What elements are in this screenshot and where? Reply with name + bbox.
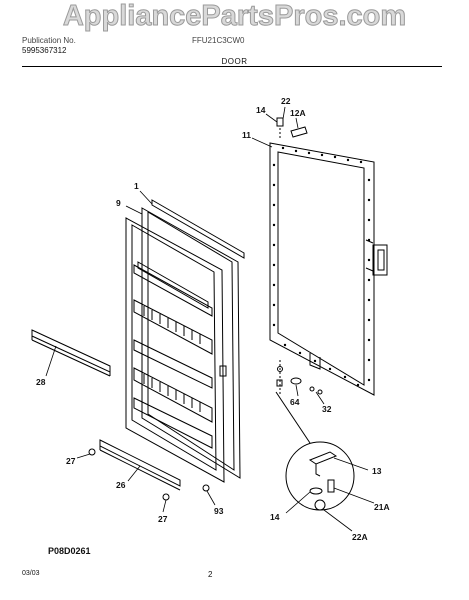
callout-22a: 22A xyxy=(352,532,368,542)
callout-64: 64 xyxy=(290,397,300,407)
callout-13: 13 xyxy=(372,466,382,476)
inner-door-liner xyxy=(125,199,245,483)
callout-11: 11 xyxy=(242,130,251,140)
shelf-rail xyxy=(31,329,111,377)
callout-12a: 12A xyxy=(290,108,306,118)
top-hinge-parts xyxy=(276,117,308,138)
bottom-hinge-hardware xyxy=(276,360,323,395)
callout-26: 26 xyxy=(116,480,126,490)
leader-lines xyxy=(45,106,375,532)
callouts: 22 14 12A 11 1 9 28 64 32 27 26 13 21A 1… xyxy=(36,96,390,542)
publication-number: 5995367312 xyxy=(22,46,67,55)
bottom-rail xyxy=(99,439,181,491)
callout-93: 93 xyxy=(214,506,224,516)
callout-27-bottom: 27 xyxy=(158,514,168,524)
callout-21a: 21A xyxy=(374,502,390,512)
outer-door-panel xyxy=(269,142,388,396)
diagram-code: P08D0261 xyxy=(48,546,91,556)
publication-label: Publication No. xyxy=(22,36,76,45)
footer-page-number: 2 xyxy=(208,570,213,579)
callout-1: 1 xyxy=(134,181,139,191)
publication-block: Publication No. 5995367312 xyxy=(22,36,76,56)
callout-14-detail: 14 xyxy=(270,512,280,522)
section-title: DOOR xyxy=(221,57,248,66)
callout-9: 9 xyxy=(116,198,121,208)
callout-28: 28 xyxy=(36,377,46,387)
callout-22: 22 xyxy=(281,96,291,106)
callout-32: 32 xyxy=(322,404,332,414)
footer-date: 03/03 xyxy=(22,570,40,577)
model-number: FFU21C3CW0 xyxy=(192,36,245,45)
watermark: AppliancePartsPros.com xyxy=(62,0,407,33)
hinge-detail-circle xyxy=(275,391,355,511)
callout-27-left: 27 xyxy=(66,456,76,466)
header-rule xyxy=(22,66,442,67)
callout-14-top: 14 xyxy=(256,105,266,115)
